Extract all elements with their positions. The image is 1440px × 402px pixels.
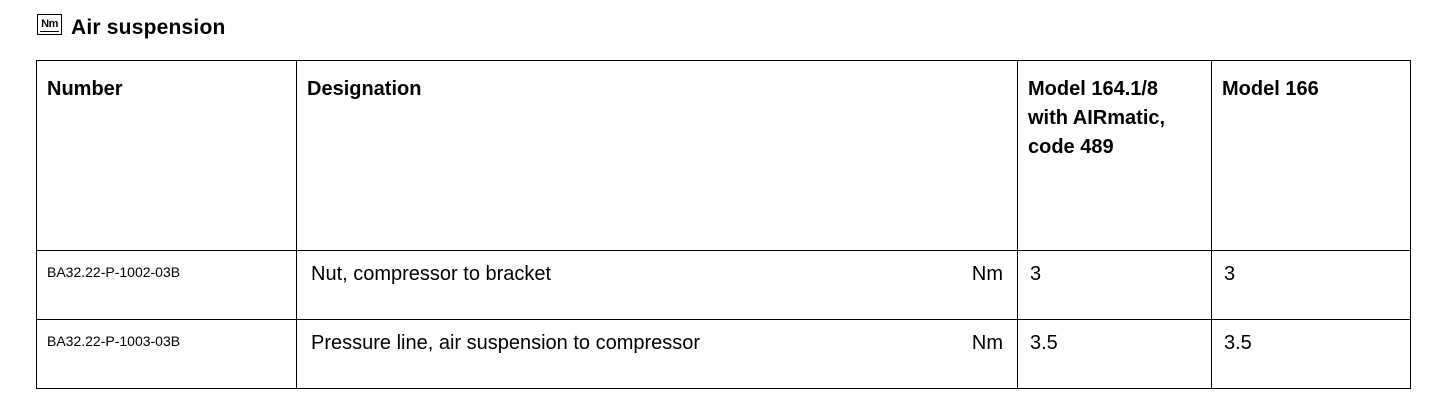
- header-model-2-label: Model 166: [1222, 78, 1319, 100]
- model-2-value: 3: [1224, 263, 1236, 285]
- cell-designation: Pressure line, air suspension to compres…: [296, 319, 1018, 389]
- cell-designation: Nut, compressor to bracket Nm: [296, 250, 1018, 320]
- designation-text: Pressure line, air suspension to compres…: [311, 332, 701, 354]
- header-designation: Designation: [296, 60, 1018, 251]
- torque-nm-icon: Nm: [37, 13, 62, 35]
- designation-text: Nut, compressor to bracket: [311, 263, 552, 285]
- header-model-1-label: Model 164.1/8 with AIRmatic, code 489: [1028, 78, 1166, 158]
- table-header-row: Number Designation Model 164.1/8 with AI…: [36, 60, 1411, 251]
- header-model-1: Model 164.1/8 with AIRmatic, code 489: [1017, 60, 1212, 251]
- unit-label: Nm: [971, 263, 1003, 285]
- cell-model-1: 3.5: [1017, 319, 1212, 389]
- header-model-2: Model 166: [1211, 60, 1411, 251]
- cell-model-2: 3: [1211, 250, 1411, 320]
- model-2-value: 3.5: [1224, 332, 1252, 354]
- section-title: Air suspension: [71, 16, 226, 39]
- section-heading: Nm Air suspension: [37, 13, 226, 42]
- header-number-label: Number: [47, 78, 123, 100]
- torque-spec-table: Number Designation Model 164.1/8 with AI…: [36, 60, 1411, 389]
- cell-model-1: 3: [1017, 250, 1212, 320]
- header-number: Number: [36, 60, 297, 251]
- table-row: BA32.22-P-1003-03B Pressure line, air su…: [36, 319, 1411, 389]
- unit-label: Nm: [971, 332, 1003, 354]
- cell-number: BA32.22-P-1002-03B: [36, 250, 297, 320]
- cell-model-2: 3.5: [1211, 319, 1411, 389]
- header-designation-label: Designation: [307, 78, 422, 100]
- table-row: BA32.22-P-1002-03B Nut, compressor to br…: [36, 250, 1411, 320]
- part-number-link[interactable]: BA32.22-P-1003-03B: [47, 333, 181, 349]
- model-1-value: 3: [1030, 263, 1042, 285]
- part-number-link[interactable]: BA32.22-P-1002-03B: [47, 264, 181, 280]
- model-1-value: 3.5: [1030, 332, 1058, 354]
- cell-number: BA32.22-P-1003-03B: [36, 319, 297, 389]
